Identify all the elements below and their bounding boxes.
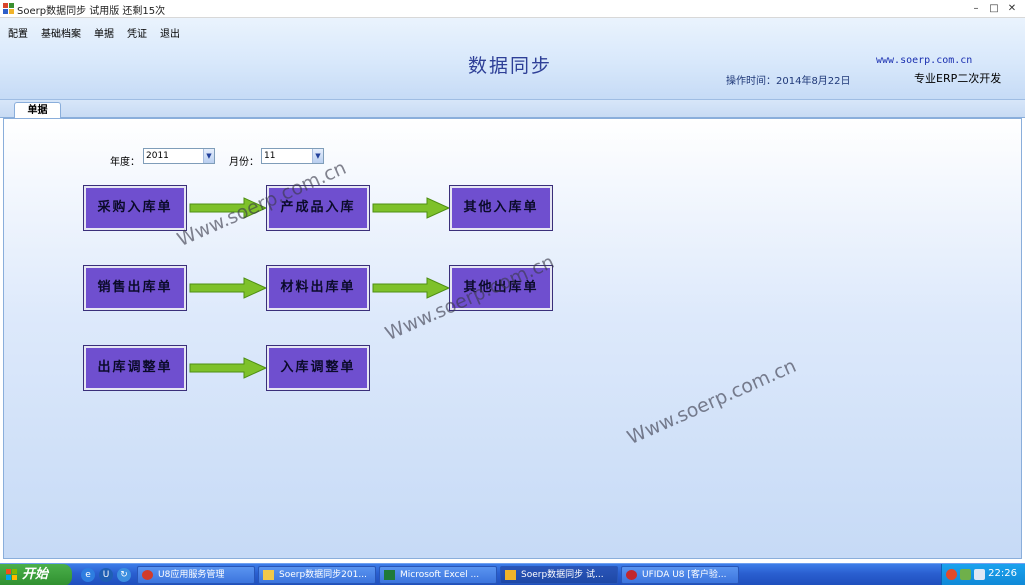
operation-time: 操作时间：2014年8月22日	[726, 76, 851, 87]
restore-icon[interactable]: □	[989, 3, 999, 14]
menu-exit[interactable]: 退出	[160, 29, 180, 40]
month-select[interactable]: 11 ▼	[261, 148, 324, 164]
security-icon[interactable]	[946, 569, 957, 580]
issue-adjustment-button[interactable]: 出库调整单	[83, 345, 187, 391]
taskbar-item-label: U8应用服务管理	[158, 570, 225, 580]
system-tray: 22:26	[941, 564, 1025, 585]
taskbar-item-label: Microsoft Excel ...	[400, 570, 480, 580]
close-icon[interactable]: ✕	[1007, 3, 1017, 14]
receipt-adjustment-button[interactable]: 入库调整单	[266, 345, 370, 391]
month-value: 11	[264, 151, 276, 161]
vm-icon[interactable]	[960, 569, 971, 580]
minimize-icon[interactable]: –	[973, 3, 979, 14]
year-select[interactable]: 2011 ▼	[143, 148, 215, 164]
menu-vouchers[interactable]: 凭证	[127, 29, 147, 40]
folder-icon	[263, 570, 274, 580]
menu-documents[interactable]: 单据	[94, 29, 114, 40]
tagline: 专业ERP二次开发	[914, 72, 1002, 85]
year-value: 2011	[146, 151, 169, 161]
browser-icon[interactable]: e	[81, 568, 95, 582]
start-label: 开始	[22, 567, 49, 582]
menu-config[interactable]: 配置	[8, 29, 28, 40]
ufida-icon	[626, 570, 637, 580]
other-receipt-button[interactable]: 其他入库单	[449, 185, 553, 231]
excel-icon	[384, 570, 395, 580]
taskbar-item-label: UFIDA U8 [客户验...	[642, 570, 727, 580]
taskbar-item-excel[interactable]: Microsoft Excel ...	[379, 566, 497, 584]
taskbar-item-u8-service[interactable]: U8应用服务管理	[137, 566, 255, 584]
watermark: Www.soerp.com.cn	[624, 354, 800, 450]
arrow-right-icon	[372, 277, 451, 299]
arrow-right-icon	[189, 197, 268, 219]
menu-basic-archives[interactable]: 基础档案	[41, 29, 81, 40]
menu-bar: 配置 基础档案 单据 凭证 退出	[8, 25, 193, 40]
app-icon	[505, 570, 516, 580]
taskbar-item-soerp-active[interactable]: Soerp数据同步 试...	[500, 566, 618, 584]
arrow-right-icon	[189, 277, 268, 299]
u8-icon[interactable]: U	[99, 568, 113, 582]
window-title: Soerp数据同步 试用版 还剩15次	[17, 6, 166, 17]
purchase-receipt-button[interactable]: 采购入库单	[83, 185, 187, 231]
month-label: 月份：	[229, 157, 259, 168]
sales-issue-button[interactable]: 销售出库单	[83, 265, 187, 311]
volume-icon[interactable]	[974, 569, 985, 580]
arrow-right-icon	[189, 357, 268, 379]
u8-service-icon	[142, 570, 153, 580]
refresh-icon[interactable]: ↻	[117, 568, 131, 582]
material-issue-button[interactable]: 材料出库单	[266, 265, 370, 311]
taskbar-item-folder[interactable]: Soerp数据同步201...	[258, 566, 376, 584]
taskbar-item-label: Soerp数据同步 试...	[521, 570, 604, 580]
other-issue-button[interactable]: 其他出库单	[449, 265, 553, 311]
finished-goods-receipt-button[interactable]: 产成品入库	[266, 185, 370, 231]
app-icon	[3, 3, 14, 14]
taskbar-item-ufida[interactable]: UFIDA U8 [客户验...	[621, 566, 739, 584]
windows-flag-icon	[6, 569, 18, 581]
app-header: 配置 基础档案 单据 凭证 退出 数据同步 www.soerp.com.cn 操…	[0, 18, 1025, 100]
window-titlebar: Soerp数据同步 试用版 还剩15次 – □ ✕	[0, 0, 1025, 18]
taskbar: 开始 e U ↻ U8应用服务管理 Soerp数据同步201... Micros…	[0, 563, 1025, 585]
documents-panel: 年度： 2011 ▼ 月份： 11 ▼ 采购入库单 产成品入库 其他入库单 销售…	[3, 118, 1022, 559]
clock[interactable]: 22:26	[988, 568, 1017, 579]
start-button[interactable]: 开始	[0, 564, 72, 585]
arrow-right-icon	[372, 197, 451, 219]
taskbar-item-label: Soerp数据同步201...	[279, 570, 367, 580]
chevron-down-icon[interactable]: ▼	[203, 149, 214, 163]
page-title: 数据同步	[468, 55, 553, 77]
tab-strip: 单据	[0, 100, 1025, 119]
tab-documents[interactable]: 单据	[14, 102, 61, 119]
year-label: 年度：	[110, 157, 140, 168]
chevron-down-icon[interactable]: ▼	[312, 149, 323, 163]
site-url-link[interactable]: www.soerp.com.cn	[876, 55, 973, 66]
